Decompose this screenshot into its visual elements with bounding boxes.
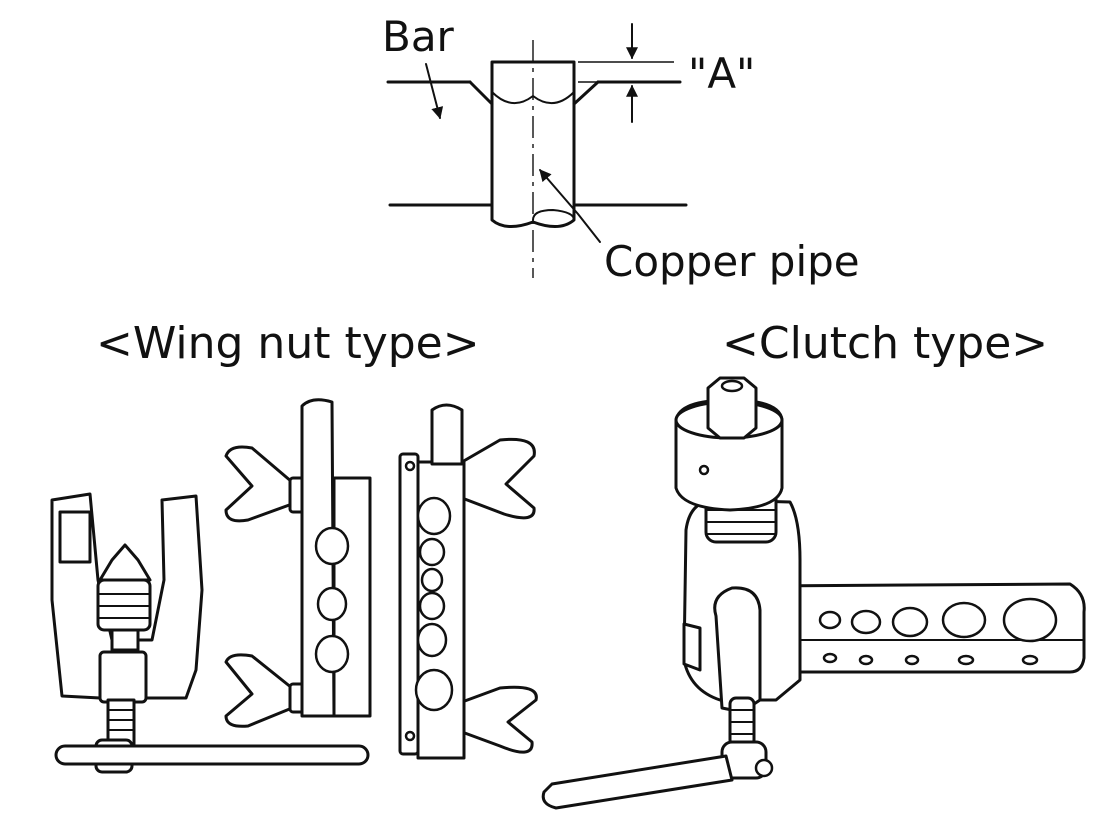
wing-nut-type-title: <Wing nut type> [96, 318, 480, 369]
pipe-bar-diagram: Bar "A" Copper pipe [382, 12, 860, 286]
flaring-bar-left-half [224, 398, 372, 728]
dimension-a-label: "A" [688, 49, 755, 98]
bar-label: Bar [382, 12, 455, 61]
copper-pipe [490, 40, 576, 278]
clutch-flaring-tool-illustration [541, 376, 1086, 810]
copper-pipe-leader-arrow [539, 169, 601, 243]
bar-outline [386, 80, 688, 207]
copper-pipe-label: Copper pipe [604, 237, 860, 286]
flaring-bar-right-half [398, 403, 538, 760]
bar-leader-arrow [425, 63, 444, 120]
yoke-illustration [50, 492, 370, 774]
dimension-a [578, 23, 674, 123]
clutch-type-title: <Clutch type> [722, 318, 1048, 369]
